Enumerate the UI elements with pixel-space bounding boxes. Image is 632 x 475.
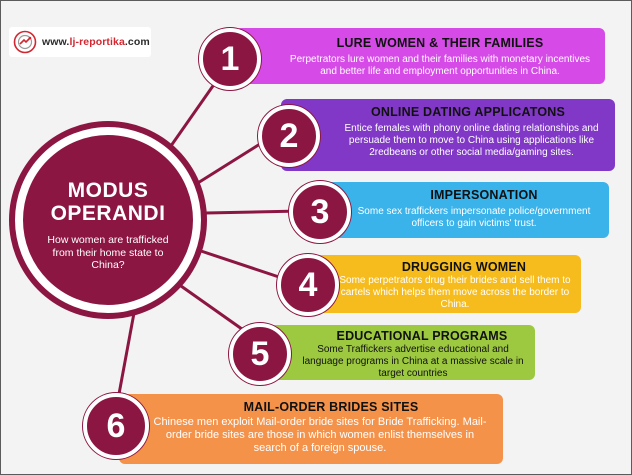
step-box-5: EDUCATIONAL PROGRAMS Some Traffickers ad… [269,325,535,380]
step-title-6: MAIL-ORDER BRIDES SITES [243,400,419,414]
hub-title: MODUS OPERANDI [50,179,166,225]
step-description-4: Some perpetrators drug their brides and … [339,275,571,310]
step-box-1: LURE WOMEN & THEIR FAMILIES Perpetrators… [235,28,605,84]
step-badge-5: 5 [229,323,291,385]
step-description-3: Some sex traffickers impersonate police/… [357,206,591,229]
step-description-1: Perpetrators lure women and their famili… [289,54,591,77]
step-box-3: IMPERSONATION Some sex traffickers imper… [319,182,609,238]
step-description-2: Entice females with phony online dating … [344,123,599,158]
step-badge-4: 4 [277,254,339,316]
step-title-5: EDUCATIONAL PROGRAMS [336,329,508,343]
hub-subtitle: How women are trafficked from their home… [47,234,169,271]
step-box-4: DRUGGING WOMEN Some perpetrators drug th… [307,255,581,313]
step-title-1: LURE WOMEN & THEIR FAMILIES [336,36,544,50]
step-box-2: ONLINE DATING APPLICATONS Entice females… [281,99,615,171]
step-title-3: IMPERSONATION [430,188,538,202]
step-badge-6: 6 [83,393,149,459]
modus-operandi-hub: MODUS OPERANDI How women are trafficked … [15,127,201,313]
step-badge-2: 2 [258,105,320,167]
logo-text: www.lj-reportika.com [42,36,150,48]
step-description-6: Chinese men exploit Mail-order bride sit… [153,416,487,454]
step-title-2: ONLINE DATING APPLICATONS [370,105,566,119]
step-description-5: Some Traffickers advertise educational a… [302,344,524,379]
site-logo[interactable]: www.lj-reportika.com [9,27,151,57]
step-badge-3: 3 [289,181,351,243]
reportika-logo-icon [13,30,37,54]
step-title-4: DRUGGING WOMEN [401,260,527,274]
step-box-6: MAIL-ORDER BRIDES SITES Chinese men expl… [119,394,503,464]
step-badge-1: 1 [199,28,261,90]
